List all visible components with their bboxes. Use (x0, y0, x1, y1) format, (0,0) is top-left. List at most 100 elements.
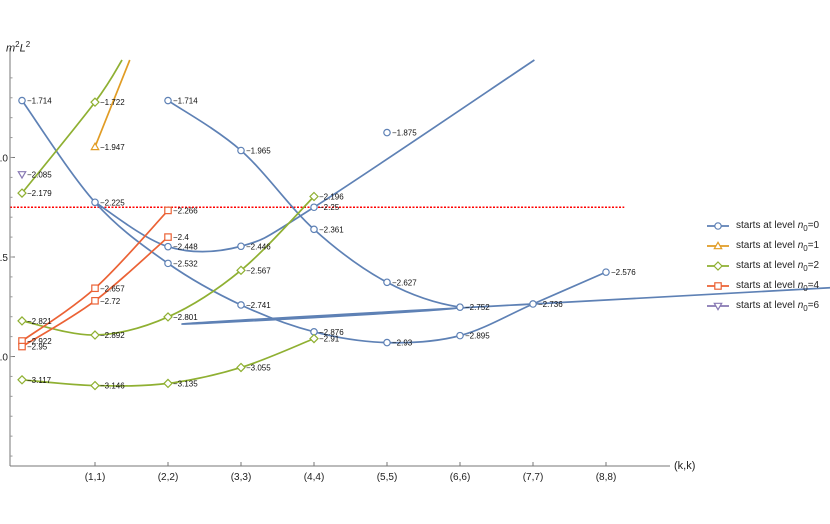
data-label: −2.266 (173, 206, 198, 215)
data-label: −1.722 (100, 98, 125, 107)
legend-label: starts at level n0=6 (736, 299, 820, 313)
marker-square (91, 296, 99, 305)
marker-triangle-down (713, 302, 723, 311)
legend-label: starts at level n0=2 (736, 259, 820, 273)
data-label: −3.135 (173, 379, 198, 388)
marker-circle (18, 96, 26, 105)
axes: (1,1)(2,2)(3,3)(4,4)(5,5)(6,6)(7,7)(8,8)… (0, 48, 670, 483)
marker-circle (529, 300, 537, 308)
x-tick-label: (6,6) (450, 472, 471, 483)
data-label: −2.801 (173, 313, 198, 322)
legend-label: starts at level n0=1 (736, 239, 820, 253)
y-tick-label: −2.5 (0, 253, 8, 264)
data-label: −2.225 (100, 198, 125, 207)
marker-diamond (163, 312, 173, 322)
data-label: −2.95 (27, 343, 48, 352)
marker-diamond (309, 191, 319, 202)
marker-circle (456, 331, 464, 340)
legend-item: starts at level n0=1 (706, 236, 819, 256)
data-label: −2.93 (392, 339, 413, 348)
marker-circle (383, 278, 391, 287)
marker-square (18, 342, 26, 351)
legend-swatch (707, 222, 729, 230)
marker-diamond (236, 362, 246, 373)
data-label: −2.72 (100, 297, 121, 306)
marker-diamond (17, 316, 27, 326)
data-label: −2.446 (246, 242, 271, 251)
marker-diamond (17, 374, 27, 385)
data-label: −2.085 (27, 170, 52, 179)
y-tick-label: −2.0 (0, 153, 8, 164)
legend-swatch (707, 241, 729, 250)
x-tick-label: (4,4) (304, 472, 325, 483)
legend-swatch (707, 261, 729, 271)
legend-item: starts at level n0=6 (706, 296, 819, 316)
data-label: −2.876 (319, 328, 344, 337)
marker-circle (237, 301, 245, 309)
marker-diamond (17, 188, 27, 198)
x-tick-label: (8,8) (596, 472, 617, 483)
data-label: −2.567 (246, 266, 271, 275)
data-label: −2.627 (392, 278, 417, 287)
marker-square (164, 206, 172, 215)
data-label: −2.361 (319, 225, 344, 234)
data-label: −2.895 (465, 332, 490, 341)
legend-item: starts at level n0=2 (706, 256, 819, 276)
series-line (94, 59, 131, 148)
marker-circle (602, 268, 610, 276)
data-labels: −1.714−2.225−2.532−2.741−2.876−2.93−2.89… (27, 97, 636, 391)
legend-label: starts at level n0=4 (736, 279, 820, 293)
x-tick-label: (3,3) (231, 472, 252, 483)
legend-swatch (707, 282, 729, 290)
data-label: −2.657 (100, 284, 125, 293)
marker-square (164, 233, 172, 241)
marker-circle (164, 259, 172, 268)
marker-diamond (90, 380, 100, 391)
legend-swatch (707, 302, 729, 311)
data-label: −1.965 (246, 147, 271, 156)
x-tick-label: (5,5) (377, 472, 398, 483)
marker-diamond (309, 333, 319, 344)
marker-square (91, 284, 99, 293)
data-label: −2.821 (27, 317, 52, 326)
legend: starts at level n0=0 starts at level n0=1… (706, 216, 819, 316)
series-line (21, 195, 315, 336)
marker-circle (383, 128, 391, 137)
y-axis-title: m2L2 (6, 40, 31, 55)
data-label: −3.055 (246, 363, 271, 372)
data-label: −2.922 (27, 337, 52, 346)
data-label: −2.752 (465, 303, 490, 312)
x-tick-label: (1,1) (85, 472, 106, 483)
marker-diamond (713, 261, 723, 271)
data-label: −1.875 (392, 129, 417, 138)
marker-diamond (90, 97, 100, 107)
data-label: −2.448 (173, 243, 198, 252)
y-tick-label: −3.0 (0, 353, 8, 364)
data-label: −3.146 (100, 382, 125, 391)
legend-label: starts at level n0=0 (736, 219, 820, 233)
marker-circle (91, 198, 99, 207)
data-label: −2.91 (319, 335, 340, 344)
data-label: −2.576 (611, 268, 636, 277)
data-label: −2.892 (100, 331, 125, 340)
marker-circle (714, 222, 722, 230)
marker-circle (383, 338, 391, 347)
marker-circle (310, 203, 318, 212)
marker-circle (456, 303, 464, 311)
legend-item: starts at level n0=4 (706, 276, 819, 296)
data-label: −2.736 (538, 300, 563, 309)
data-label: −2.532 (173, 259, 198, 268)
marker-diamond (163, 378, 173, 389)
marker-triangle-down (17, 171, 27, 180)
data-label: −1.714 (27, 97, 52, 106)
x-tick-label: (2,2) (158, 472, 179, 483)
marker-circle (164, 96, 172, 105)
marker-circle (164, 242, 172, 251)
data-label: −3.117 (27, 376, 52, 385)
marker-diamond (90, 330, 100, 340)
series-line (94, 59, 535, 253)
data-label: −1.947 (100, 143, 125, 152)
data-label: −2.4 (173, 233, 189, 242)
marker-triangle (90, 142, 100, 151)
